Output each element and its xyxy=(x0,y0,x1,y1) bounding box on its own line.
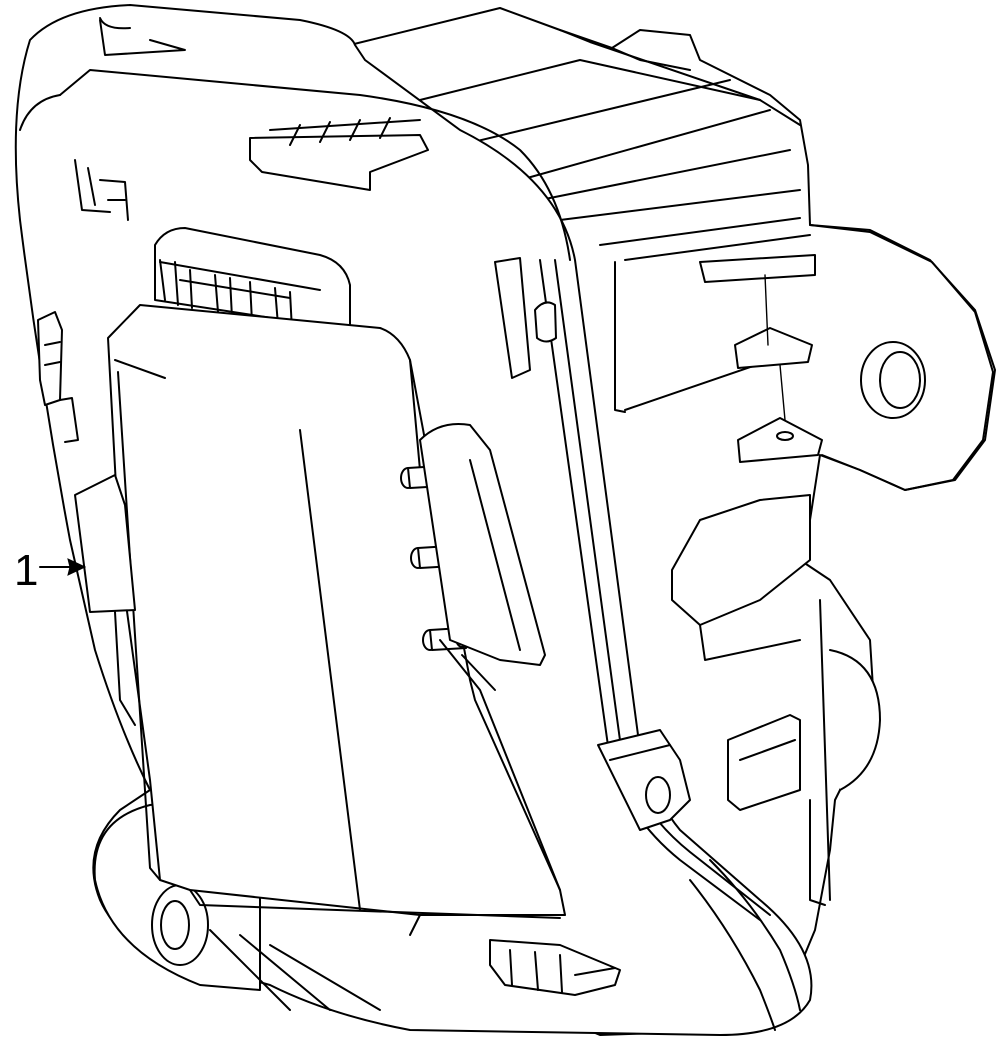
switch-side-tab xyxy=(74,474,136,613)
switch-module xyxy=(74,227,566,936)
top-clip xyxy=(249,134,429,191)
lower-right-housing xyxy=(671,494,881,906)
mounting-bracket xyxy=(614,224,994,491)
callout-1: 1 xyxy=(14,546,87,595)
bezel-lower-details xyxy=(597,729,691,831)
callout-label: 1 xyxy=(14,546,38,595)
mounting-hole xyxy=(860,341,926,419)
callout-arrowhead xyxy=(67,558,87,576)
bottom-clip xyxy=(489,939,621,996)
